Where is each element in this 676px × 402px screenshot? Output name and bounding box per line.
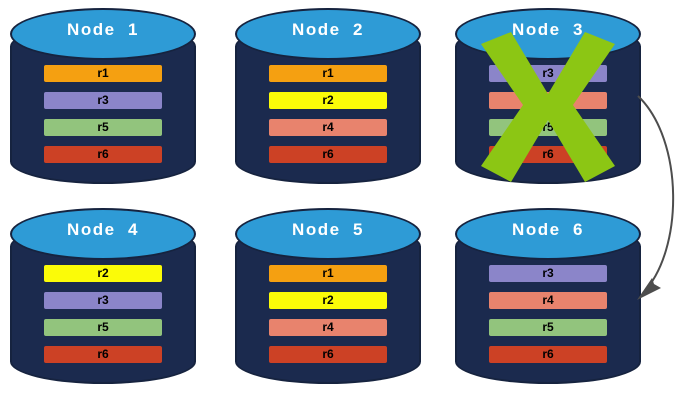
replica-bar[interactable]: r1 bbox=[269, 265, 387, 282]
node-title: Node 4 bbox=[67, 220, 139, 239]
replica-bar[interactable]: r6 bbox=[269, 346, 387, 363]
replica-bar[interactable]: r6 bbox=[489, 346, 607, 363]
replica-list: r3 r4 r5 r6 bbox=[489, 265, 607, 363]
replica-list: r1 r3 r5 r6 bbox=[44, 65, 162, 163]
node-cylinder[interactable]: Node 6 r3 r4 r5 r6 bbox=[455, 206, 641, 388]
node-cylinder[interactable]: Node 1 r1 r3 r5 r6 bbox=[10, 6, 196, 188]
replica-bar[interactable]: r1 bbox=[269, 65, 387, 82]
replica-bar[interactable]: r6 bbox=[269, 146, 387, 163]
replica-bar[interactable]: r1 bbox=[44, 65, 162, 82]
node-title: Node 2 bbox=[292, 20, 364, 39]
replica-bar[interactable]: r5 bbox=[489, 319, 607, 336]
replica-bar[interactable]: r6 bbox=[44, 146, 162, 163]
replica-list: r1 r2 r4 r6 bbox=[269, 265, 387, 363]
node-cylinder[interactable]: Node 3 r3 r4 r5 r6 bbox=[455, 6, 641, 188]
node-title: Node 1 bbox=[67, 20, 139, 39]
node-top-disc bbox=[235, 208, 421, 260]
replica-bar[interactable]: r5 bbox=[44, 119, 162, 136]
replica-bar[interactable]: r4 bbox=[269, 319, 387, 336]
replica-list: r1 r2 r4 r6 bbox=[269, 65, 387, 163]
node-title: Node 5 bbox=[292, 220, 364, 239]
replica-bar[interactable]: r5 bbox=[489, 119, 607, 136]
replica-bar[interactable]: r2 bbox=[269, 92, 387, 109]
node-top-disc bbox=[10, 8, 196, 60]
replica-bar[interactable]: r4 bbox=[489, 92, 607, 109]
node-cylinder[interactable]: Node 4 r2 r3 r5 r6 bbox=[10, 206, 196, 388]
node-title: Node 3 bbox=[512, 20, 584, 39]
node-title: Node 6 bbox=[512, 220, 584, 239]
node-cylinder[interactable]: Node 5 r1 r2 r4 r6 bbox=[235, 206, 421, 388]
node-cylinder[interactable]: Node 2 r1 r2 r4 r6 bbox=[235, 6, 421, 188]
replica-list: r2 r3 r5 r6 bbox=[44, 265, 162, 363]
replica-bar[interactable]: r6 bbox=[489, 146, 607, 163]
replica-bar[interactable]: r3 bbox=[489, 65, 607, 82]
node-top-disc bbox=[235, 8, 421, 60]
replica-bar[interactable]: r6 bbox=[44, 346, 162, 363]
node-top-disc bbox=[10, 208, 196, 260]
replica-bar[interactable]: r2 bbox=[44, 265, 162, 282]
replica-bar[interactable]: r5 bbox=[44, 319, 162, 336]
replica-bar[interactable]: r4 bbox=[489, 292, 607, 309]
node-top-disc bbox=[455, 208, 641, 260]
replica-bar[interactable]: r2 bbox=[269, 292, 387, 309]
replica-bar[interactable]: r4 bbox=[269, 119, 387, 136]
replica-bar[interactable]: r3 bbox=[489, 265, 607, 282]
replica-list: r3 r4 r5 r6 bbox=[489, 65, 607, 163]
replica-bar[interactable]: r3 bbox=[44, 292, 162, 309]
replica-bar[interactable]: r3 bbox=[44, 92, 162, 109]
